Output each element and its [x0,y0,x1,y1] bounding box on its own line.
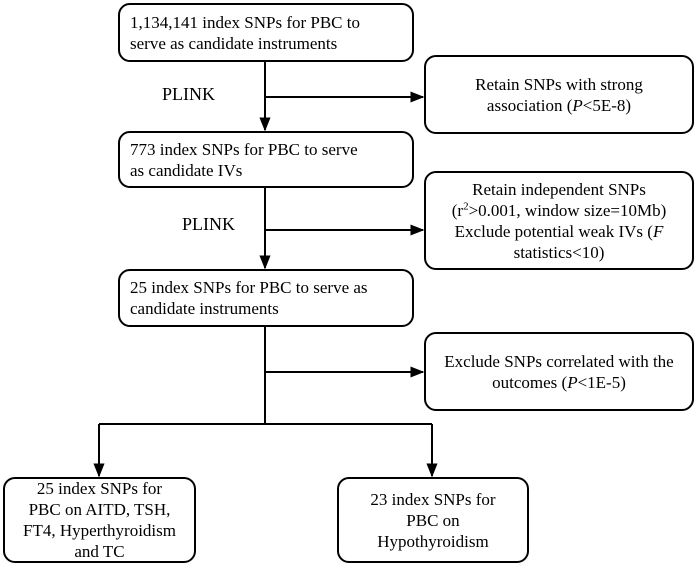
filter-box-1: Retain SNPs with strong association (P<5… [424,55,694,134]
filter-1-line-1: Retain SNPs with strong [475,74,643,94]
step-2-line-2: as candidate IVs [130,160,243,180]
step-3-line-1: 25 index SNPs for PBC to serve as [130,278,368,297]
output-right-line-2: PBC on [406,510,460,530]
step-box-1: 1,134,141 index SNPs for PBC to serve as… [118,3,414,62]
output-box-right: 23 index SNPs for PBC on Hypothyroidism [337,477,529,563]
filter-1-line-2-post: <5E-8) [582,95,632,115]
filter-2-superscript: 2 [463,199,469,212]
filter-1-line-2-pre: association ( [486,95,573,115]
filter-box-3: Exclude SNPs correlated with the outcome… [424,332,694,411]
step-1-line-1: 1,134,141 index SNPs for PBC to [130,12,360,32]
output-right-line-3: Hypothyroidism [377,531,489,551]
filter-3-line-2: outcomes (P<1E-5) [432,372,686,393]
filter-2-line-2-pre: (r [451,200,464,220]
filter-2-line-1: Retain independent SNPs [472,179,646,199]
output-right-line-1: 23 index SNPs for [370,489,496,509]
filter-1-line-2: association (P<5E-8) [432,95,686,116]
step-box-2: 773 index SNPs for PBC to serve as candi… [118,131,414,188]
output-left-line-3: FT4, Hyperthyroidism [23,521,176,540]
filter-3-line-2-post: <1E-5) [577,372,626,392]
output-left-line-1: 25 index SNPs for [36,479,163,498]
step-3-line-2: candidate instruments [130,299,279,318]
filter-2-line-3-pre: Exclude potential weak IVs ( [454,221,653,241]
filter-3-p-symbol: P [567,372,578,392]
output-left-line-4: and TC [74,542,125,561]
filter-2-line-3: Exclude potential weak IVs (F [432,221,686,242]
filter-3-line-2-pre: outcomes ( [492,372,568,392]
filter-box-2: Retain independent SNPs (r2>0.001, windo… [424,171,694,270]
filter-1-p-symbol: P [572,95,583,115]
step-1-line-2: serve as candidate instruments [130,33,338,53]
filter-2-line-2: (r2>0.001, window size=10Mb) [432,200,686,221]
step-box-3: 25 index SNPs for PBC to serve as candid… [118,269,414,327]
step-2-line-1: 773 index SNPs for PBC to serve [130,139,358,159]
filter-3-line-1: Exclude SNPs correlated with the [444,351,674,371]
plink-label-1: PLINK [162,84,215,104]
filter-2-f-symbol: F [652,221,664,241]
plink-label-2: PLINK [182,214,235,234]
output-left-line-2: PBC on AITD, TSH, [28,500,171,519]
filter-2-line-2-post: >0.001, window size=10Mb) [468,200,667,220]
filter-2-line-4: statistics<10) [513,242,605,262]
output-box-left: 25 index SNPs for PBC on AITD, TSH, FT4,… [3,477,196,563]
